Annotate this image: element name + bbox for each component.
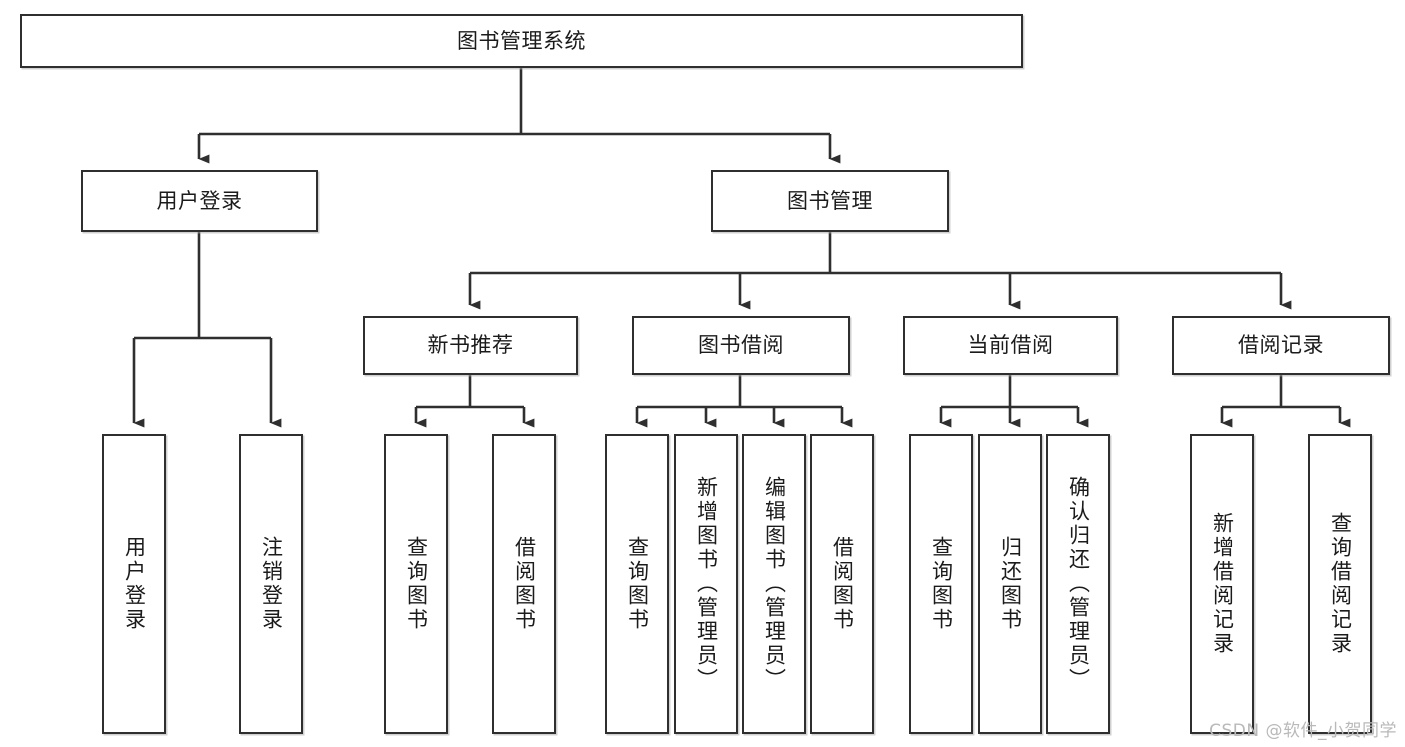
node-leaf-borrow-book-2[interactable]: 借阅图书 [810,434,874,734]
node-leaf-return-book[interactable]: 归还图书 [978,434,1042,734]
node-leaf-query-book-1-label: 查询图书 [404,536,429,632]
node-leaf-query-book-3-label: 查询图书 [929,536,954,632]
node-leaf-query-book-2[interactable]: 查询图书 [605,434,669,734]
watermark-text: CSDN @软件_小贺同学 [1209,721,1397,741]
node-leaf-add-record[interactable]: 新增借阅记录 [1190,434,1254,734]
node-book-borrow[interactable]: 图书借阅 [632,316,850,375]
node-new-book-recommend[interactable]: 新书推荐 [363,316,578,375]
node-leaf-query-book-2-label: 查询图书 [625,536,650,632]
node-leaf-borrow-book-1-label: 借阅图书 [512,536,537,632]
node-leaf-add-book[interactable]: 新增图书（管理员） [674,434,738,734]
node-root[interactable]: 图书管理系统 [20,14,1023,68]
node-leaf-query-book-3[interactable]: 查询图书 [909,434,973,734]
node-book-management[interactable]: 图书管理 [711,170,949,232]
node-book-borrow-label: 图书借阅 [698,333,784,358]
node-leaf-return-book-label: 归还图书 [998,536,1023,632]
node-leaf-query-book-1[interactable]: 查询图书 [384,434,448,734]
node-borrow-records[interactable]: 借阅记录 [1172,316,1390,375]
node-leaf-query-record-label: 查询借阅记录 [1328,512,1353,656]
node-user-login-label: 用户登录 [156,188,243,213]
node-leaf-user-login-label: 用户登录 [122,536,147,632]
node-leaf-user-logout[interactable]: 注销登录 [239,434,303,734]
node-leaf-edit-book[interactable]: 编辑图书（管理员） [742,434,806,734]
node-leaf-add-record-label: 新增借阅记录 [1210,512,1235,656]
node-leaf-add-book-label: 新增图书（管理员） [694,476,719,692]
node-leaf-confirm-return[interactable]: 确认归还（管理员） [1046,434,1110,734]
node-leaf-borrow-book-1[interactable]: 借阅图书 [492,434,556,734]
node-leaf-confirm-return-label: 确认归还（管理员） [1066,476,1091,692]
node-book-management-label: 图书管理 [787,188,873,213]
node-borrow-records-label: 借阅记录 [1238,333,1324,358]
node-new-book-recommend-label: 新书推荐 [427,333,514,358]
node-current-borrow[interactable]: 当前借阅 [903,316,1118,375]
node-leaf-borrow-book-2-label: 借阅图书 [830,536,855,632]
node-current-borrow-label: 当前借阅 [967,333,1054,358]
node-leaf-query-record[interactable]: 查询借阅记录 [1308,434,1372,734]
node-leaf-user-logout-label: 注销登录 [259,536,284,632]
node-user-login[interactable]: 用户登录 [81,170,318,232]
node-leaf-edit-book-label: 编辑图书（管理员） [762,476,787,692]
node-root-label: 图书管理系统 [457,28,586,53]
node-leaf-user-login[interactable]: 用户登录 [102,434,166,734]
